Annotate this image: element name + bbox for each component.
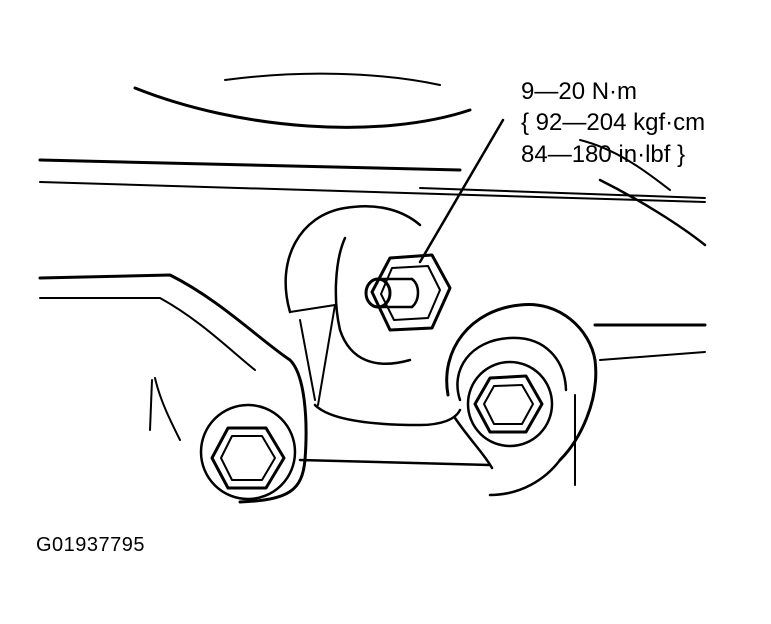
boss-base [315,405,460,425]
stud-shaft-end [412,279,418,307]
right-upper-arc [580,140,670,190]
right-bolt-head-inner [484,385,533,424]
upper-housing-arc [135,88,470,127]
lower-bar-curve [455,418,492,468]
hex-nut-inner [381,266,440,320]
right-boss-inner [457,338,566,400]
leader-line [420,120,503,262]
right-bolt-washer [468,362,552,446]
right-bolt-head [475,376,542,432]
right-housing-arc [600,180,705,245]
central-boss-lobe [336,238,410,364]
figure-id: G01937795 [36,534,146,556]
top-housing-arc [225,74,440,85]
left-edge [150,380,152,430]
lower-bar-top [300,460,490,465]
torque-spec-kgf-cm: { 92—204 kgf·cm [521,109,706,136]
left-bolt-head-inner [221,436,275,480]
hex-nut [372,255,450,330]
torque-spec-in-lbf: 84—180 in·lbf } [521,141,686,168]
panel-line-2 [40,182,705,202]
boss-edge-1 [290,305,335,312]
boss-edge-2 [300,320,315,400]
panel-line-3 [420,188,705,198]
left-bolt-washer [201,405,295,499]
left-flange-lower [155,378,180,440]
central-boss-outer [286,206,420,312]
right-flange-line [600,352,705,360]
panel-line-1 [40,160,460,170]
left-flange-inner [40,298,255,370]
left-bolt-head [212,428,284,488]
right-bolt-boss [447,304,596,460]
left-flange [40,275,306,502]
torque-spec-newton-meters: 9—20 N·m [521,78,638,105]
right-lower-edge [490,460,560,495]
boss-edge-3 [318,305,335,405]
